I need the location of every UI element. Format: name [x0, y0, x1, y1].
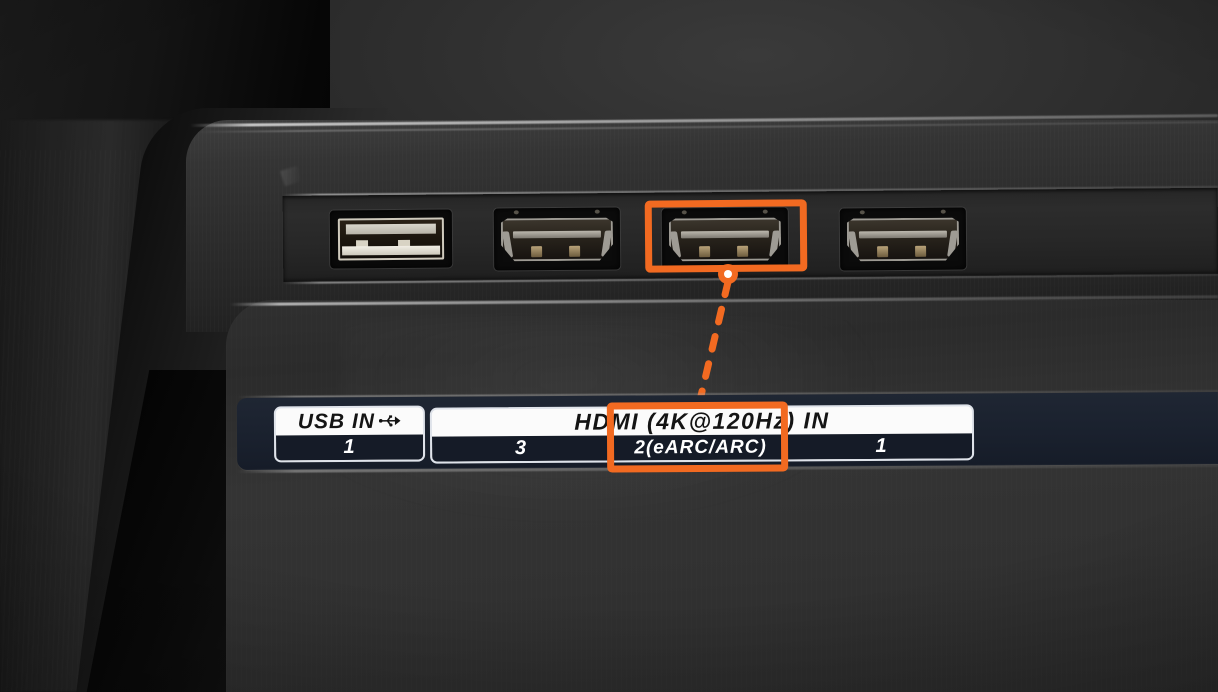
hdmi-pin — [569, 246, 580, 257]
usb-trident-icon — [379, 409, 401, 433]
hdmi-retention-clip — [502, 231, 513, 257]
hdmi-number-3: 3 — [514, 437, 528, 460]
hdmi-retention-clip — [947, 231, 958, 257]
hdmi-number-1: 1 — [875, 434, 888, 457]
usb-tongue — [342, 245, 441, 256]
hdmi-port-3[interactable] — [493, 207, 621, 271]
hdmi-top-lip — [859, 231, 947, 239]
hdmi-port-shell — [847, 218, 959, 262]
usb-label-title-row: USB IN — [275, 407, 424, 436]
hdmi-port-shell — [501, 218, 613, 262]
usb-port-body — [337, 217, 445, 261]
usb-port-1[interactable] — [329, 209, 453, 269]
hdmi-pin — [877, 246, 888, 257]
annotation-anchor-dot — [718, 264, 738, 284]
hdmi-screw-hole — [513, 210, 519, 215]
hdmi-pin — [915, 246, 926, 257]
hdmi-top-lip — [513, 231, 601, 239]
hdmi-screw-hole — [594, 209, 600, 214]
hdmi-screw-hole — [940, 209, 946, 214]
highlight-box-hdmi-2-label — [606, 401, 789, 473]
usb-label-number: 1 — [276, 434, 424, 461]
hdmi-screw-hole — [859, 210, 865, 215]
hdmi-port-1[interactable] — [839, 207, 967, 271]
usb-contact-strip — [345, 223, 436, 235]
tv-lower-bezel — [226, 300, 1218, 692]
hdmi-retention-clip — [848, 231, 859, 257]
usb-label-box: USB IN 1 — [273, 405, 426, 463]
hdmi-retention-clip — [601, 231, 612, 257]
usb-label-title: USB IN — [297, 409, 376, 433]
highlight-box-hdmi-port-2 — [644, 199, 808, 273]
hdmi-pin — [531, 246, 542, 257]
